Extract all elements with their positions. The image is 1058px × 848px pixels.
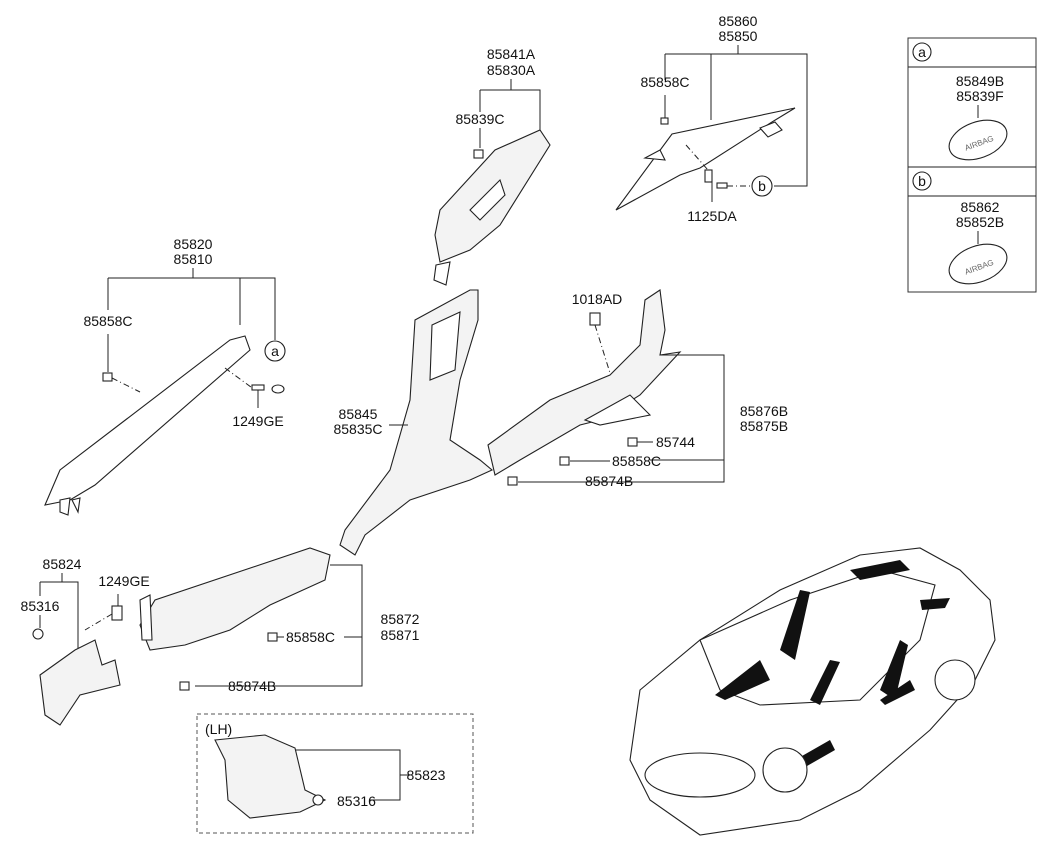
inset-title: (LH): [205, 721, 232, 737]
screw-icon: [589, 312, 601, 326]
part-label[interactable]: 85858C: [612, 453, 661, 469]
lh-kick-panel: [214, 734, 327, 819]
legend-ref-a: a: [918, 44, 926, 60]
ref-circle-b: [751, 175, 773, 197]
screw-icon: [111, 605, 123, 621]
part-label[interactable]: 85862: [961, 199, 1000, 215]
part-label[interactable]: 1018AD: [572, 291, 623, 307]
part-label[interactable]: 85872: [381, 611, 420, 627]
clip-icon: [660, 117, 669, 125]
rear-scuff-group: 1018AD 85876B 85875B 85744 85858C 85874B: [487, 289, 788, 489]
part-label[interactable]: 85835C: [333, 421, 382, 437]
part-label[interactable]: 85820: [174, 236, 213, 252]
airbag-cover-icon: [948, 119, 1008, 161]
car-illustration: [629, 547, 996, 836]
part-label[interactable]: 85858C: [83, 313, 132, 329]
screw-icon: [704, 169, 713, 183]
airbag-cover-icon: [948, 243, 1008, 285]
part-label[interactable]: 85858C: [286, 629, 335, 645]
part-label[interactable]: 85810: [174, 251, 213, 267]
part-label[interactable]: 85839C: [455, 111, 504, 127]
part-label[interactable]: 85871: [381, 627, 420, 643]
ref-circle-a: [264, 340, 286, 362]
part-label[interactable]: 85849B: [956, 73, 1004, 89]
part-label[interactable]: 85876B: [740, 403, 788, 419]
part-label[interactable]: 85874B: [228, 678, 276, 694]
kick-panel-group: 85824 1249GE 85316: [21, 556, 150, 726]
a-pillar-trim: [44, 335, 251, 506]
part-label[interactable]: 85744: [656, 434, 695, 450]
part-label[interactable]: 85824: [43, 556, 82, 572]
part-label[interactable]: 85316: [337, 793, 376, 809]
part-label[interactable]: 85845: [339, 406, 378, 422]
part-label[interactable]: 85316: [21, 598, 60, 614]
a-pillar-group: 85820 85810 85858C a 1249GE: [44, 236, 286, 516]
part-label[interactable]: 1249GE: [98, 573, 149, 589]
part-label[interactable]: 85858C: [640, 74, 689, 90]
ref-label: a: [271, 343, 279, 359]
quarter-trim-group: 85860 85850 85858C b 1125DA: [615, 13, 808, 224]
front-scuff-trim: [139, 547, 331, 651]
part-label[interactable]: 85839F: [956, 88, 1003, 104]
part-label[interactable]: 85860: [719, 13, 758, 29]
kick-panel-trim: [39, 639, 121, 726]
lh-inset-box: (LH) 85823 85316: [196, 713, 474, 834]
rear-scuff-trim: [487, 289, 682, 476]
front-scuff-group: 85872 85871 85858C 85874B: [139, 547, 420, 694]
part-label[interactable]: 85841A: [487, 46, 536, 62]
part-label[interactable]: 85875B: [740, 418, 788, 434]
airbag-cover-legend: a 85849B 85839F AIRBAG b 85862 85852B AI…: [907, 37, 1037, 293]
part-label[interactable]: 85830A: [487, 62, 536, 78]
part-label[interactable]: 1249GE: [232, 413, 283, 429]
part-label[interactable]: 85823: [407, 767, 446, 783]
part-label[interactable]: 85874B: [585, 473, 633, 489]
center-pillar-lower-group: 85845 85835C: [333, 289, 494, 556]
screw-icon: [251, 384, 265, 391]
b-pillar-upper-group: 85841A 85830A 85839C: [433, 46, 551, 286]
part-label[interactable]: 1125DA: [687, 208, 737, 224]
part-label[interactable]: 85850: [719, 28, 758, 44]
ref-label: b: [758, 178, 766, 194]
part-label[interactable]: 85852B: [956, 214, 1004, 230]
legend-ref-b: b: [918, 173, 926, 189]
quarter-trim-panel: [615, 107, 796, 211]
